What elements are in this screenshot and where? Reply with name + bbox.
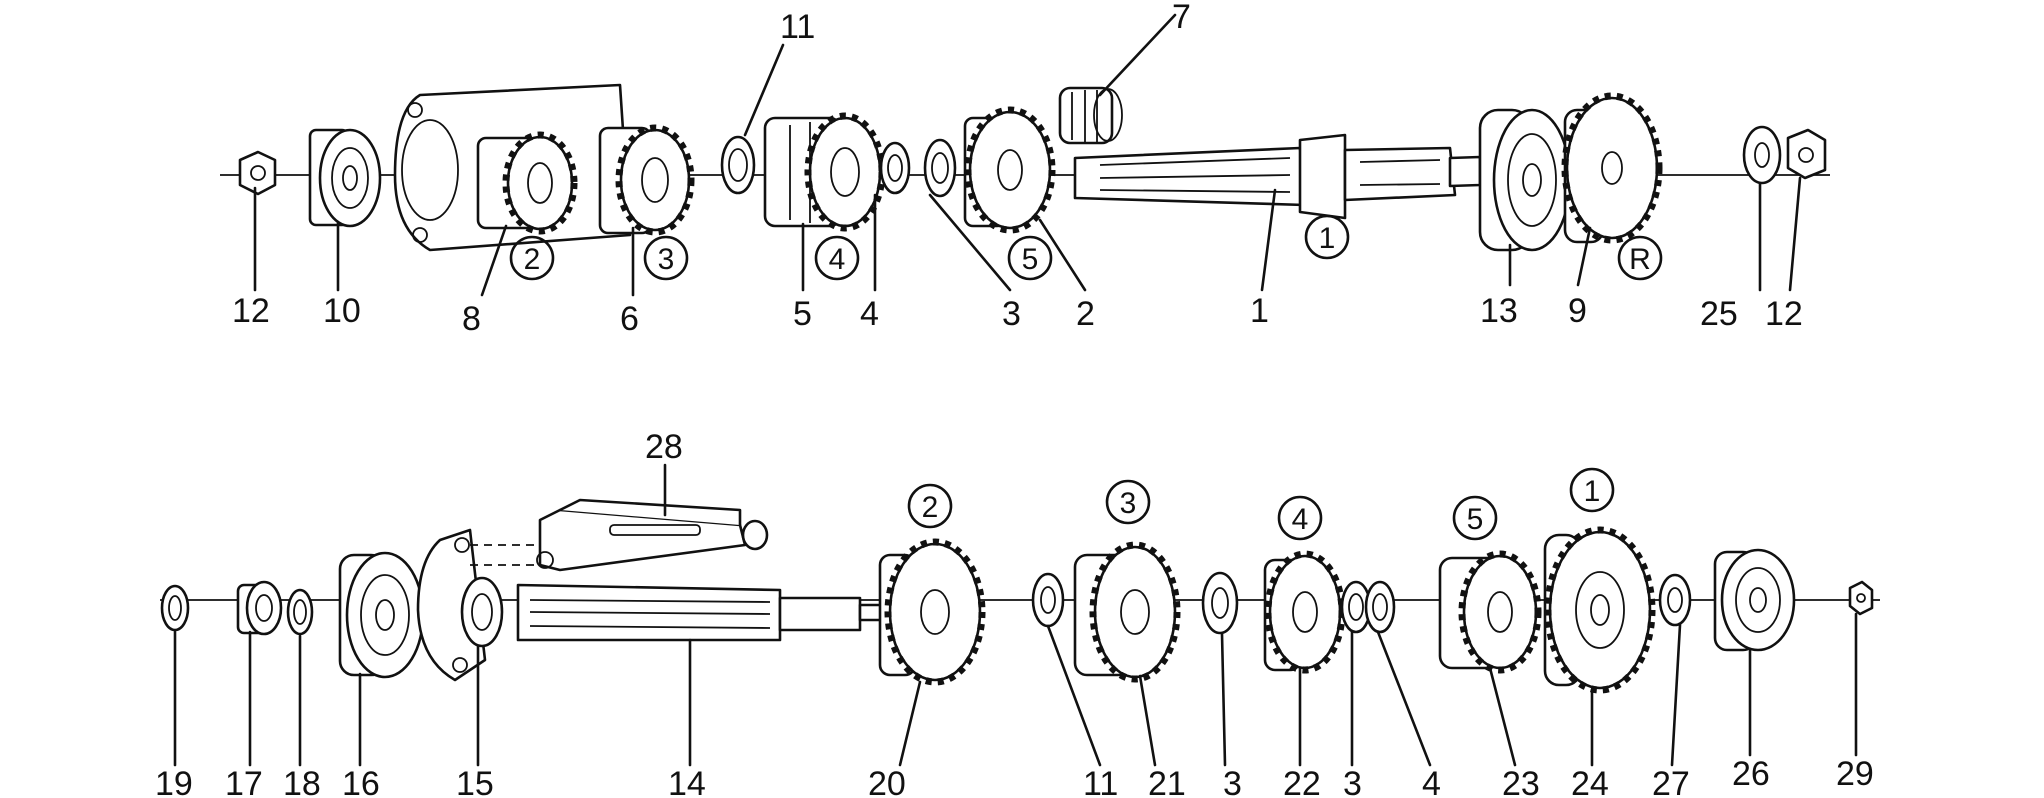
callout-19: 19	[155, 765, 193, 798]
part-nut-left	[238, 150, 277, 196]
svg-text:R: R	[1629, 243, 1651, 276]
part-bearing-26	[1713, 548, 1796, 652]
top-callouts: 12 10 8 6 11 5 4 3 2 7 1 13 9 25 12	[232, 0, 1803, 338]
callout-11-top: 11	[780, 8, 815, 46]
part-gear-22	[1263, 550, 1346, 674]
top-leader-lines	[253, 13, 1802, 297]
part-needle-cage-7	[1058, 86, 1123, 145]
part-gear-5	[763, 112, 886, 232]
callout-24: 24	[1571, 765, 1609, 798]
callout-12-right: 12	[1765, 295, 1803, 333]
gear-mark-1-bottom: 1	[1569, 467, 1615, 513]
callout-8: 8	[462, 300, 481, 338]
callout-3-bottom-b: 3	[1343, 765, 1362, 798]
svg-text:5: 5	[1467, 503, 1484, 536]
gear-mark-2-bottom: 2	[907, 483, 953, 529]
part-washer-11-top	[720, 135, 756, 195]
svg-text:3: 3	[1120, 487, 1137, 520]
callout-26: 26	[1732, 755, 1770, 793]
part-washer-11-bottom	[1031, 572, 1065, 628]
bottom-leader-lines	[173, 463, 1858, 767]
callout-17: 17	[225, 765, 263, 798]
part-seal-15	[460, 576, 504, 648]
callout-27: 27	[1652, 765, 1690, 798]
part-reverse-gear-9	[1561, 92, 1663, 244]
svg-text:4: 4	[829, 243, 846, 276]
callout-14: 14	[668, 765, 706, 798]
part-spacer-4-bottom	[1364, 580, 1396, 634]
part-nut-29	[1848, 580, 1874, 616]
svg-text:1: 1	[1319, 222, 1336, 255]
gear-mark-3-bottom: 3	[1105, 479, 1151, 525]
callout-2-top: 2	[1076, 295, 1095, 333]
part-washer-4-top	[879, 141, 911, 195]
gear-mark-4-bottom: 4	[1277, 495, 1323, 541]
part-gear-20	[878, 538, 986, 686]
callout-10: 10	[323, 292, 361, 330]
part-gear-2	[963, 106, 1056, 234]
callout-29: 29	[1836, 755, 1874, 793]
gear-mark-4-top: 4	[814, 235, 860, 281]
bottom-gear-marks: 2 3 4 5 1	[907, 467, 1615, 541]
part-fork-rod-28	[470, 498, 769, 572]
svg-text:3: 3	[658, 243, 675, 276]
part-ring-18	[286, 588, 314, 636]
callout-13: 13	[1480, 292, 1518, 330]
part-nut-right	[1786, 128, 1827, 180]
part-bearing-13	[1478, 108, 1572, 252]
part-gear-21	[1073, 541, 1181, 683]
part-bearing-16	[338, 551, 425, 679]
callout-1: 1	[1250, 292, 1269, 330]
bottom-shaft-assembly	[160, 463, 1880, 767]
part-washer-27	[1658, 573, 1692, 627]
callout-18: 18	[283, 765, 321, 798]
callout-23: 23	[1502, 765, 1540, 798]
callout-11-bottom: 11	[1083, 765, 1118, 798]
callout-21: 21	[1148, 765, 1186, 798]
part-gear-23	[1438, 550, 1542, 674]
part-bush-17	[236, 580, 283, 636]
part-washer-25	[1742, 125, 1782, 185]
callout-5-top: 5	[793, 295, 812, 333]
callout-3-top: 3	[1002, 295, 1021, 333]
part-bearing-10	[308, 128, 382, 228]
callout-15: 15	[456, 765, 494, 798]
svg-text:2: 2	[524, 243, 541, 276]
svg-text:4: 4	[1292, 503, 1309, 536]
part-gear-8	[476, 131, 578, 235]
part-secondary-shaft-14	[516, 583, 887, 642]
svg-text:2: 2	[922, 491, 939, 524]
gear-mark-2-top: 2	[509, 235, 555, 281]
callout-4-bottom: 4	[1422, 765, 1441, 798]
callout-25: 25	[1700, 295, 1738, 333]
part-gear-24	[1543, 526, 1656, 694]
callout-6: 6	[620, 300, 639, 338]
callout-20: 20	[868, 765, 906, 798]
part-gear-6	[598, 124, 695, 236]
callout-28: 28	[645, 428, 683, 466]
callout-12-left: 12	[232, 292, 270, 330]
gear-mark-5-bottom: 5	[1452, 495, 1498, 541]
callout-22: 22	[1283, 765, 1321, 798]
part-circlip-19	[160, 584, 190, 632]
bottom-callouts: 19 17 18 16 15 14 28 20 11 21 3 22 3 4 2…	[155, 428, 1874, 798]
svg-text:1: 1	[1584, 475, 1601, 508]
part-retainer-plate	[416, 528, 487, 682]
callout-3-bottom-a: 3	[1223, 765, 1242, 798]
callout-9: 9	[1568, 292, 1587, 330]
gear-mark-r-top: R	[1617, 235, 1663, 281]
callout-4-top: 4	[860, 295, 879, 333]
callout-16: 16	[342, 765, 380, 798]
gear-mark-5-top: 5	[1007, 235, 1053, 281]
part-washer-3-bottom-a	[1201, 571, 1239, 635]
top-gear-marks: 2 3 4 5 1 R	[509, 214, 1663, 281]
gear-mark-1-top: 1	[1304, 214, 1350, 260]
svg-text:5: 5	[1022, 243, 1039, 276]
top-shaft-assembly	[220, 13, 1830, 297]
part-primary-shaft-1	[1073, 133, 1482, 220]
gear-mark-3-top: 3	[643, 235, 689, 281]
callout-7: 7	[1172, 0, 1191, 36]
part-washer-3-top	[923, 138, 957, 198]
